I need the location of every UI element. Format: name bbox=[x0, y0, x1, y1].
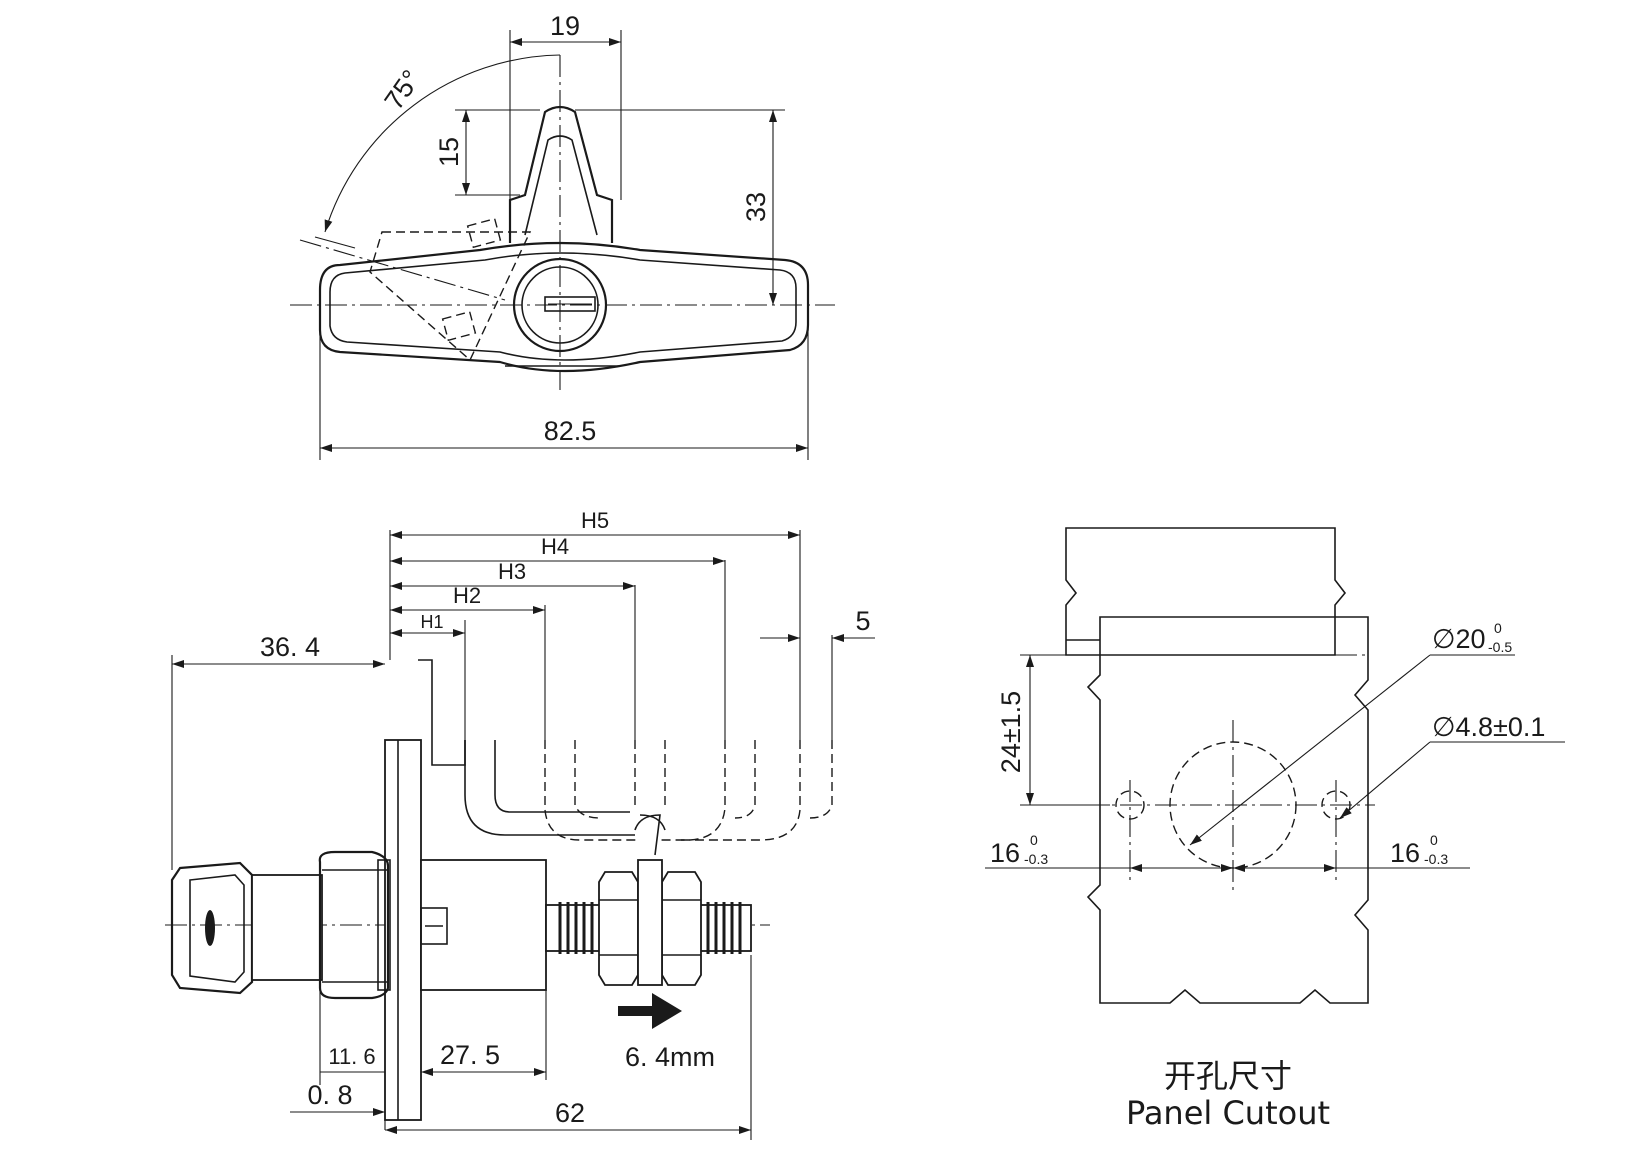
main-panel-outline bbox=[1086, 616, 1369, 1004]
dia20-tol-lower: -0.5 bbox=[1488, 639, 1512, 655]
dim16-left-label: 16 bbox=[990, 838, 1020, 868]
top-view: 19 75° 15 33 82.5 bbox=[290, 11, 835, 460]
nut-left bbox=[598, 871, 639, 986]
dim-75-arc bbox=[324, 54, 561, 233]
side-view: H5 H4 H3 H2 H1 5 36. 4 11. 6 27. 5 0. 8 … bbox=[165, 508, 875, 1140]
h5-label: H5 bbox=[581, 508, 609, 533]
dim16-left-tol-upper: 0 bbox=[1030, 832, 1038, 848]
dim16-right-label: 16 bbox=[1390, 838, 1420, 868]
key-hole-icon bbox=[205, 910, 215, 946]
dim16-right-tol-lower: -0.3 bbox=[1424, 851, 1448, 867]
cam-plate bbox=[637, 859, 663, 986]
dia48-leader bbox=[1339, 741, 1431, 819]
dim16-right-tol-upper: 0 bbox=[1430, 832, 1438, 848]
cutout-view: 24±1.5 ∅20 0 -0.5 ∅4.8±0.1 16 0 -0.3 16 … bbox=[985, 527, 1565, 1132]
handle-body-inner bbox=[329, 252, 797, 361]
dim-15-label: 15 bbox=[434, 137, 464, 167]
lock-body bbox=[420, 859, 547, 991]
dim-75-tick bbox=[314, 236, 356, 249]
h4-label: H4 bbox=[541, 534, 569, 559]
upper-panel-outline bbox=[1065, 527, 1347, 656]
dia20-leader bbox=[1189, 654, 1431, 846]
h2-label: H2 bbox=[453, 583, 481, 608]
dim-82-label: 82.5 bbox=[544, 416, 597, 446]
travel-label: 6. 4mm bbox=[625, 1042, 715, 1072]
thumb-grip-inner bbox=[524, 135, 598, 236]
dim62-label: 62 bbox=[555, 1098, 585, 1128]
dim24-label: 24±1.5 bbox=[996, 691, 1026, 773]
dim36-label: 36. 4 bbox=[260, 632, 320, 662]
h1-label: H1 bbox=[420, 612, 443, 632]
caption-cn: 开孔尺寸 bbox=[1164, 1057, 1292, 1095]
key-knob bbox=[170, 861, 254, 995]
rotating-collar bbox=[318, 850, 390, 1000]
key-knob-inner bbox=[189, 874, 245, 983]
dim08-label: 0. 8 bbox=[307, 1080, 352, 1110]
cam-positions bbox=[464, 740, 833, 856]
dim-33-label: 33 bbox=[741, 192, 771, 222]
lock-screw-head bbox=[420, 907, 448, 945]
key-slot bbox=[544, 296, 596, 312]
key-cylinder-inner bbox=[521, 266, 599, 344]
travel-arrow-icon bbox=[618, 993, 682, 1029]
dim-75-label: 75° bbox=[379, 65, 427, 116]
thumb-grip-outline bbox=[508, 105, 614, 243]
h3-label: H3 bbox=[498, 559, 526, 584]
caption-en: Panel Cutout bbox=[1126, 1094, 1330, 1132]
panel-gasket bbox=[377, 859, 391, 991]
nut-right bbox=[661, 871, 702, 986]
dia20-tol-upper: 0 bbox=[1494, 620, 1502, 636]
dim-19-label: 19 bbox=[550, 11, 580, 41]
cam-arm-h1 bbox=[418, 659, 466, 766]
dia20-label: ∅20 bbox=[1432, 624, 1486, 654]
dim11-label: 11. 6 bbox=[328, 1044, 375, 1069]
dim5-label: 5 bbox=[855, 606, 870, 636]
dia48-label: ∅4.8±0.1 bbox=[1432, 712, 1545, 742]
dim27-label: 27. 5 bbox=[440, 1040, 500, 1070]
key-cylinder-outer bbox=[512, 257, 608, 353]
dim16-left-tol-lower: -0.3 bbox=[1024, 851, 1048, 867]
panel-plate bbox=[384, 739, 422, 1121]
rotated-handle-ghost bbox=[299, 217, 532, 362]
knob-neck bbox=[251, 874, 323, 981]
